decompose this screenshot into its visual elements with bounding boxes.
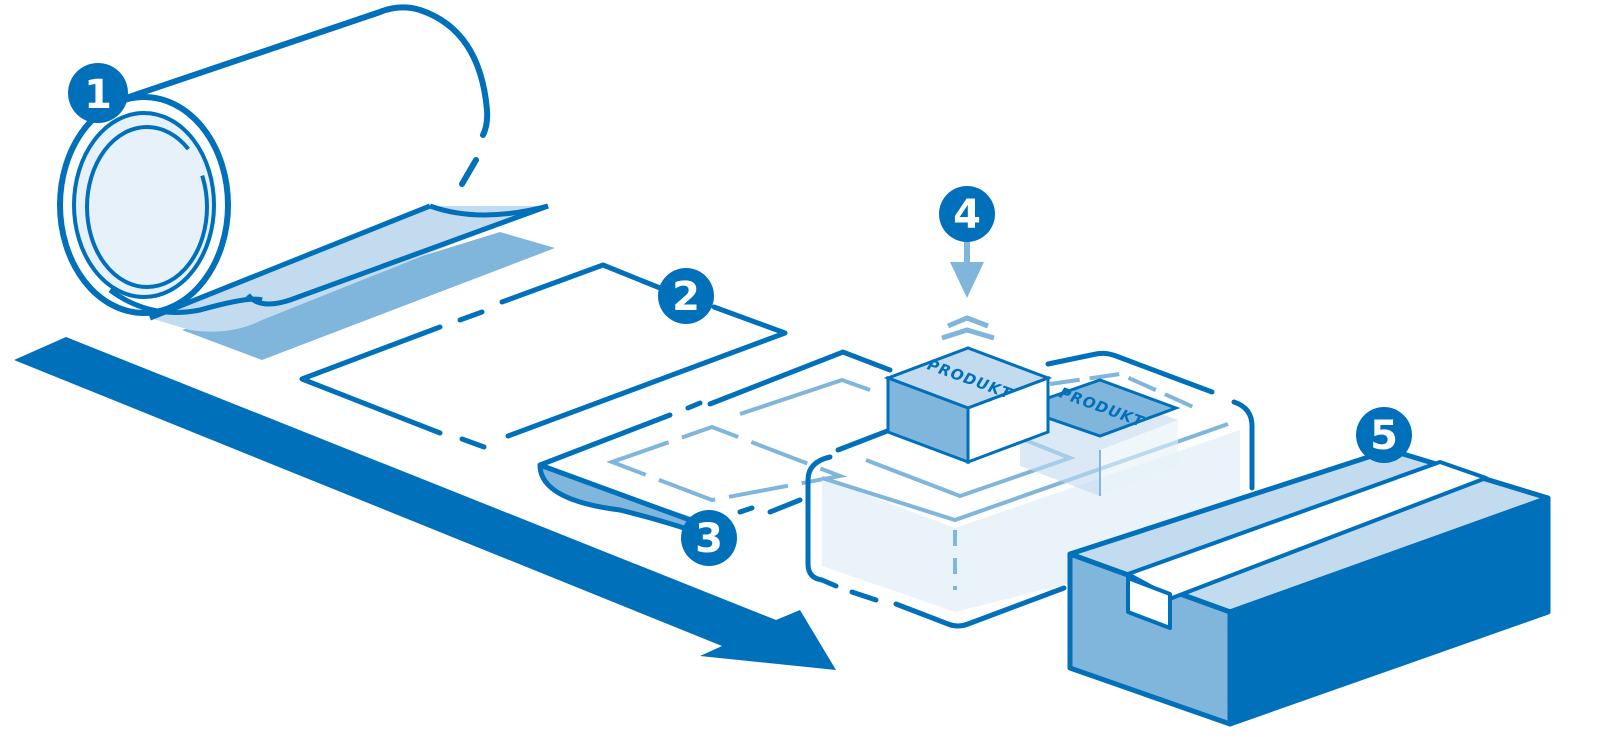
step-4-number: 4 xyxy=(953,192,981,238)
step-5-badge xyxy=(1356,407,1412,463)
step-4-badge xyxy=(939,186,995,242)
process-direction-arrow-icon xyxy=(14,337,836,670)
step-1-number: 1 xyxy=(84,72,112,118)
film-roll-icon xyxy=(57,4,555,360)
film-bottom-sheet-icon xyxy=(537,349,893,533)
film-sheet-icon xyxy=(299,262,788,450)
step-3-number: 3 xyxy=(695,516,723,562)
shipping-box-icon xyxy=(1067,447,1551,727)
step-1-badge xyxy=(68,63,128,123)
step-3-badge xyxy=(681,510,737,566)
step-2-number: 2 xyxy=(672,274,700,320)
product-drop-icon: PRODUKT PRODUKT xyxy=(883,242,1181,496)
step-5-number: 5 xyxy=(1370,413,1398,459)
step-2-badge xyxy=(658,268,714,324)
